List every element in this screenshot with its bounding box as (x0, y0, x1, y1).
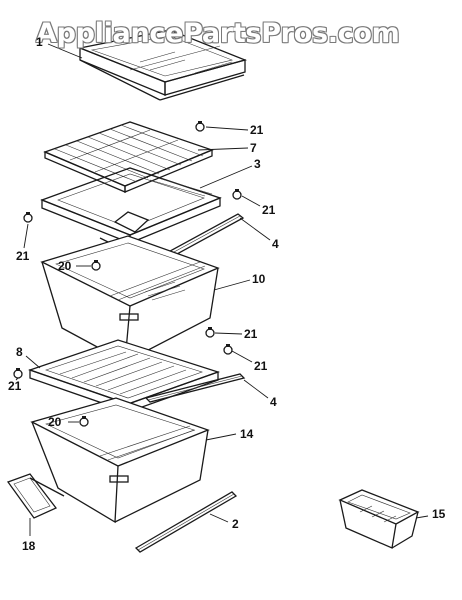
callout-21-right-lower: 21 (254, 359, 268, 373)
part-4-lower-rail (144, 373, 246, 403)
callout-1: 1 (36, 35, 43, 49)
callout-20-upper: 20 (58, 259, 72, 273)
part-1-glass-shelf (77, 29, 248, 101)
callout-21-top: 21 (250, 123, 264, 137)
callout-21-left-lower: 21 (8, 379, 22, 393)
site-watermark: AppliancePartsPros.com (36, 18, 400, 49)
callout-4-upper: 4 (272, 237, 279, 251)
part-18-label-badge (6, 473, 65, 519)
callout-20-lower: 20 (48, 415, 62, 429)
callout-10: 10 (252, 272, 266, 286)
callout-15: 15 (432, 507, 446, 521)
part-2-bottom-rail (134, 491, 238, 553)
callout-7: 7 (250, 141, 257, 155)
part-10-upper-crisper-drawer (40, 235, 220, 364)
callout-2: 2 (232, 517, 239, 531)
callout-21-right-upper: 21 (262, 203, 276, 217)
callout-8: 8 (16, 345, 23, 359)
part-7-wire-shelf (43, 121, 214, 193)
callout-21-left-upper: 21 (16, 249, 30, 263)
part-14-lower-crisper-drawer (30, 397, 210, 524)
callout-4-lower: 4 (270, 395, 277, 409)
callout-18: 18 (22, 539, 36, 553)
callout-21-mid: 21 (244, 327, 258, 341)
callout-3: 3 (254, 157, 261, 171)
callout-14: 14 (240, 427, 254, 441)
part-15-bin (338, 489, 420, 549)
part-21-screws (13, 121, 242, 379)
leader-lines (15, 43, 429, 536)
